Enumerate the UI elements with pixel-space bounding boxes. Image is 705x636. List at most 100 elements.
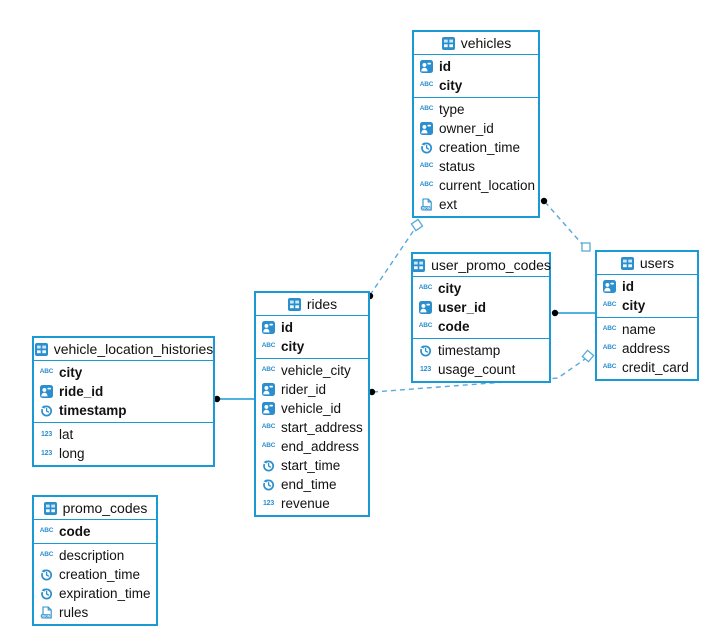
number-icon: 123: [262, 500, 275, 507]
column-row-creation_time[interactable]: creation_time: [34, 565, 156, 584]
abc-icon: ABC: [602, 363, 617, 371]
column-name: creation_time: [59, 566, 141, 582]
table-name: promo_codes: [62, 500, 148, 516]
relationship-rides-vehicles[interactable]: [366, 218, 424, 300]
column-name: usage_count: [438, 361, 516, 377]
column-row-id[interactable]: id: [597, 277, 697, 296]
abc-icon: ABC: [602, 325, 617, 333]
abc-icon: ABC: [261, 366, 276, 374]
column-row-vehicle_city[interactable]: ABC vehicle_city: [256, 361, 368, 380]
column-name: name: [622, 321, 656, 337]
column-name: lat: [59, 426, 74, 442]
table-header[interactable]: rides: [256, 293, 368, 316]
abc-icon: ABC: [419, 162, 434, 170]
column-name: city: [438, 280, 462, 296]
abc-icon: ABC: [261, 342, 276, 350]
column-row-ride_id[interactable]: ride_id: [34, 382, 213, 401]
column-name: description: [59, 547, 125, 563]
column-name: id: [439, 58, 451, 74]
abc-icon: ABC: [419, 181, 434, 189]
column-row-end_time[interactable]: end_time: [256, 475, 368, 494]
column-row-city[interactable]: ABC city: [256, 337, 368, 356]
clock-icon: [261, 478, 276, 491]
table-icon: [43, 501, 58, 515]
column-row-current_location[interactable]: ABC current_location: [414, 176, 538, 195]
column-name: id: [622, 278, 634, 294]
column-row-id[interactable]: id: [414, 57, 538, 76]
clock-icon: [39, 568, 54, 581]
column-name: ride_id: [59, 383, 104, 399]
relationship-vehicle_location_histories-rides[interactable]: [213, 395, 254, 403]
column-row-start_time[interactable]: start_time: [256, 456, 368, 475]
column-name: rules: [59, 604, 89, 620]
column-name: vehicle_id: [281, 400, 342, 416]
column-row-revenue[interactable]: 123 revenue: [256, 494, 368, 513]
table-name: user_promo_codes: [431, 257, 551, 273]
column-row-user_id[interactable]: user_id: [413, 298, 549, 317]
column-name: vehicle_city: [281, 362, 351, 378]
clock-icon: [39, 404, 54, 417]
column-row-name[interactable]: ABC name: [597, 320, 697, 339]
column-row-rider_id[interactable]: rider_id: [256, 380, 368, 399]
column-row-vehicle_id[interactable]: vehicle_id: [256, 399, 368, 418]
column-row-lat[interactable]: 123 lat: [34, 425, 213, 444]
table-header[interactable]: user_promo_codes: [412, 254, 551, 277]
relationship-rides-users[interactable]: [368, 349, 595, 396]
relationship-vehicles-users[interactable]: [540, 197, 591, 252]
column-row-owner_id[interactable]: owner_id: [414, 119, 538, 138]
number-icon: 123: [40, 431, 53, 438]
column-name: user_id: [438, 299, 487, 315]
column-name: city: [622, 297, 646, 313]
column-name: end_time: [281, 476, 337, 492]
column-row-creation_time[interactable]: creation_time: [414, 138, 538, 157]
abc-icon: ABC: [419, 105, 434, 113]
clock-icon: [419, 141, 434, 154]
table-name: users: [639, 255, 675, 271]
column-row-timestamp[interactable]: timestamp: [413, 341, 549, 360]
table-header[interactable]: promo_codes: [34, 497, 156, 520]
column-name: current_location: [439, 177, 536, 193]
column-name: code: [59, 523, 91, 539]
column-name: city: [281, 338, 305, 354]
column-row-timestamp[interactable]: timestamp: [34, 401, 213, 420]
column-row-expiration_time[interactable]: expiration_time: [34, 584, 156, 603]
table-header[interactable]: vehicle_location_histories: [34, 338, 213, 361]
table-icon: [34, 342, 49, 356]
column-name: revenue: [281, 495, 330, 511]
table-header[interactable]: users: [597, 252, 697, 275]
column-row-id[interactable]: id: [256, 318, 368, 337]
column-name: id: [281, 319, 293, 335]
column-name: city: [439, 77, 463, 93]
person-badge-icon: [261, 383, 276, 396]
relationship-user_promo_codes-users[interactable]: [551, 309, 595, 317]
table-header[interactable]: vehicles: [414, 32, 538, 55]
